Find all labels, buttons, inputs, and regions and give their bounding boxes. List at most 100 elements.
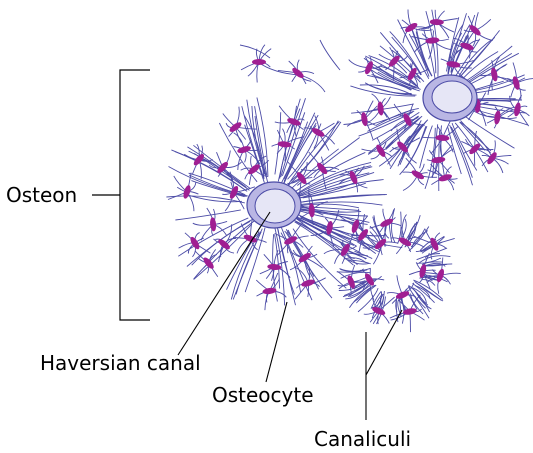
- canaliculus: [391, 208, 396, 243]
- osteocyte: [349, 170, 358, 185]
- canaliculus: [356, 239, 377, 254]
- canaliculus: [371, 73, 412, 90]
- canaliculus: [389, 31, 422, 75]
- osteocyte: [430, 237, 439, 251]
- haversian-canal-leader: [177, 211, 271, 356]
- haversian-canal-secondary: [422, 74, 478, 122]
- canaliculus: [191, 180, 245, 198]
- osteocyte: [446, 61, 461, 68]
- canaliculus: [193, 223, 253, 280]
- osteocyte: [398, 237, 412, 247]
- canaliculus: [244, 227, 266, 293]
- canaliculus: [235, 231, 262, 295]
- canaliculus: [401, 214, 407, 238]
- canaliculus: [291, 148, 339, 189]
- canaliculus: [345, 283, 370, 300]
- canaliculus: [274, 112, 282, 175]
- osteocyte: [301, 279, 315, 287]
- osteocyte: [435, 134, 450, 141]
- canaliculus: [416, 257, 442, 264]
- canaliculus: [414, 290, 432, 310]
- canaliculus: [294, 161, 372, 196]
- osteocyte: [380, 218, 394, 227]
- canaliculus: [369, 84, 417, 96]
- haversian-canal-main: [246, 181, 302, 229]
- canaliculus: [188, 172, 246, 196]
- canaliculus: [379, 45, 421, 83]
- canaliculus: [280, 98, 306, 178]
- canaliculus: [295, 179, 384, 201]
- osteocyte: [512, 76, 520, 90]
- canaliculus: [463, 115, 515, 149]
- canaliculus: [412, 282, 435, 304]
- osteocyte: [397, 141, 408, 153]
- canaliculus: [349, 284, 376, 308]
- canaliculus: [385, 118, 419, 149]
- canaliculus: [440, 125, 446, 178]
- canaliculus: [412, 287, 427, 304]
- canaliculus: [298, 166, 373, 196]
- canaliculus: [274, 234, 280, 289]
- canaliculus: [302, 182, 366, 199]
- osteocyte: [203, 257, 214, 269]
- osteocyte-label: Osteocyte: [212, 383, 314, 407]
- canaliculus: [299, 215, 379, 249]
- osteocyte: [403, 113, 412, 127]
- canaliculus: [356, 284, 377, 304]
- osteocyte: [376, 144, 386, 157]
- canaliculus: [419, 125, 433, 169]
- canaliculus: [408, 226, 430, 252]
- canaliculi-leader: [365, 309, 403, 420]
- canaliculus: [365, 55, 419, 88]
- canaliculus: [340, 271, 371, 279]
- osteocyte: [364, 273, 375, 286]
- osteocyte: [377, 101, 384, 116]
- canaliculus: [404, 221, 418, 248]
- osteocytes: [183, 19, 521, 315]
- osteocyte: [361, 112, 368, 127]
- osteocyte: [252, 59, 266, 65]
- canaliculus: [413, 279, 444, 300]
- canaliculus: [296, 193, 387, 204]
- osteocyte: [429, 19, 444, 26]
- canaliculus: [460, 120, 492, 152]
- canaliculus: [256, 97, 269, 177]
- osteocyte: [436, 268, 445, 283]
- canaliculus: [370, 290, 382, 309]
- canaliculus: [340, 268, 364, 273]
- canaliculus: [290, 120, 339, 182]
- canaliculus: [467, 52, 520, 85]
- canaliculus: [254, 106, 268, 176]
- canaliculus: [193, 144, 251, 189]
- osteocyte: [425, 37, 440, 44]
- canaliculus: [397, 19, 430, 80]
- canaliculus: [367, 115, 419, 155]
- canaliculus: [286, 121, 340, 187]
- osteocyte: [402, 308, 417, 315]
- canaliculus: [377, 71, 420, 92]
- canaliculus: [171, 149, 248, 192]
- canaliculus: [283, 114, 319, 182]
- canaliculus: [244, 124, 265, 183]
- canaliculus: [425, 10, 437, 74]
- canaliculus: [402, 174, 419, 191]
- canaliculus: [368, 67, 415, 90]
- canaliculus: [447, 23, 464, 74]
- osteocyte: [438, 174, 452, 182]
- canaliculus: [349, 279, 377, 298]
- osteocyte: [469, 25, 481, 36]
- osteocyte: [419, 264, 427, 278]
- canaliculus: [371, 291, 382, 309]
- canaliculus: [294, 221, 354, 266]
- canaliculus: [244, 115, 265, 180]
- canaliculus: [218, 122, 258, 183]
- canaliculus: [457, 30, 500, 80]
- canaliculus: [395, 298, 399, 323]
- canaliculus: [418, 255, 451, 264]
- osteocyte: [347, 275, 355, 289]
- canaliculus: [449, 124, 473, 186]
- canaliculus: [299, 74, 326, 93]
- canaliculus: [357, 287, 379, 313]
- canaliculus: [346, 252, 367, 260]
